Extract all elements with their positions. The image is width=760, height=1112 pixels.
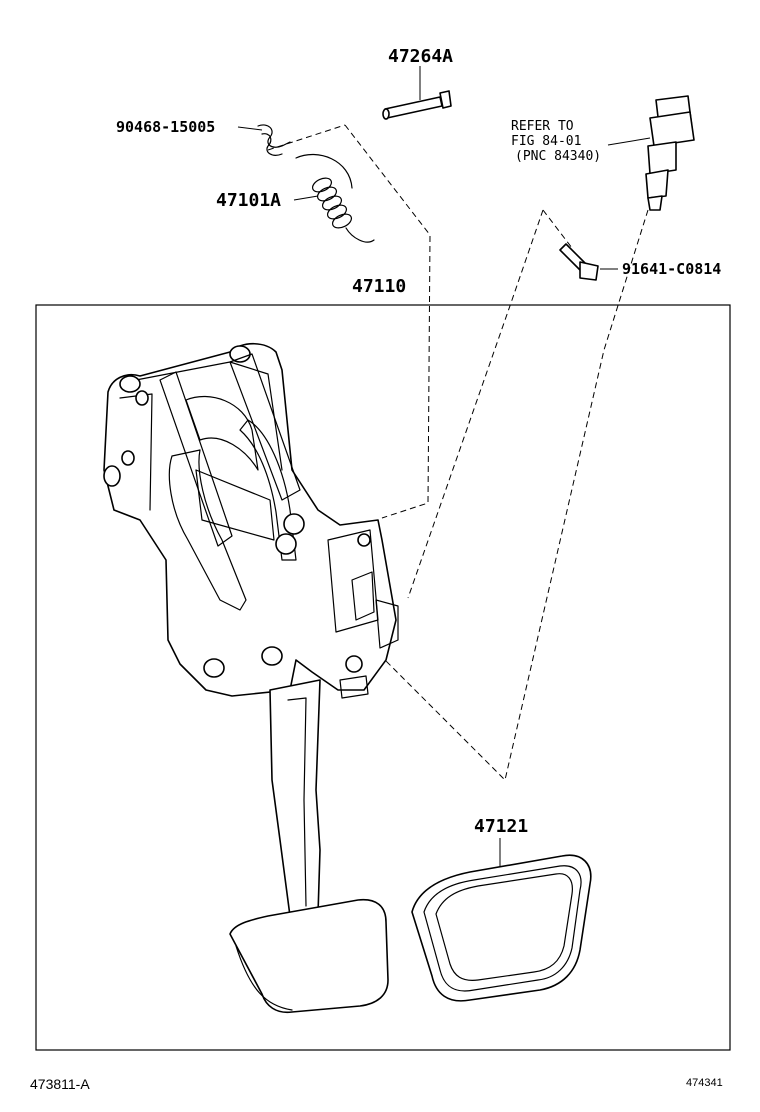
pedal-arm <box>269 679 321 917</box>
assembly-frame <box>35 304 731 1051</box>
leader-lines <box>237 66 651 866</box>
switch-reference-line-3: (PNC 84340) <box>515 149 601 164</box>
bolt-part <box>559 243 599 281</box>
clip-part <box>257 124 291 156</box>
spring-part <box>295 153 375 243</box>
part-number-assembly-label: 47110 <box>352 276 406 297</box>
part-number-spring-label: 47101A <box>216 190 281 211</box>
part-number-clip-label: 90468-15005 <box>116 118 215 136</box>
pedal-bracket-assembly <box>103 342 399 699</box>
pedal-pad-part <box>411 854 592 1002</box>
part-number-pin-label: 47264A <box>388 46 453 67</box>
pin-part <box>382 90 452 120</box>
brake-pedal-pad <box>229 898 389 1014</box>
switch-reference-line-2: FIG 84-01 <box>511 134 581 149</box>
footer-left-code: 473811-A <box>30 1076 90 1092</box>
stop-lamp-switch-part <box>645 95 695 211</box>
part-number-bolt-label: 91641-C0814 <box>622 260 721 278</box>
footer-right-code: 474341 <box>686 1077 723 1089</box>
switch-reference-line-1: REFER TO <box>511 119 574 134</box>
part-number-pedal-pad-label: 47121 <box>474 816 528 837</box>
